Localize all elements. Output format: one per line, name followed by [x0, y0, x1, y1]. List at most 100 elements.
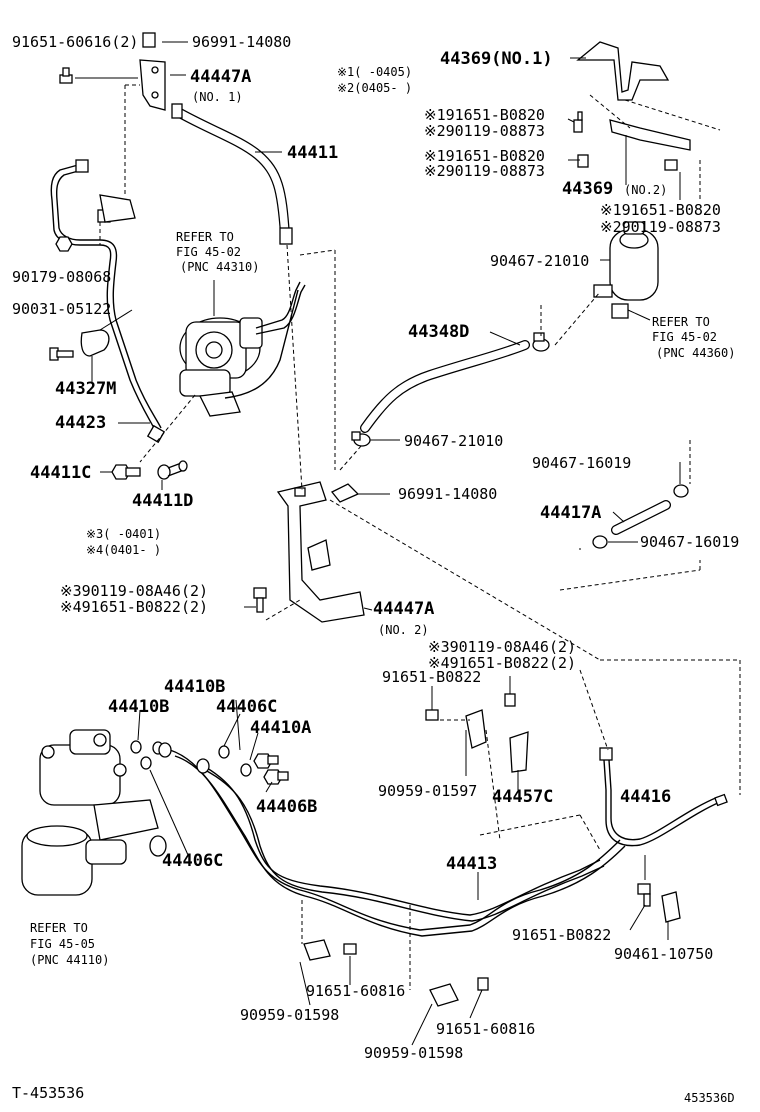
label-91651-60816-a: 91651-60816 — [306, 982, 405, 1000]
label-91651-60616: 91651-60616(2) — [12, 33, 138, 51]
bolt-icon — [49, 347, 74, 361]
label-refer-pump-3: (PNC 44310) — [180, 260, 259, 274]
label-44411C: 44411C — [30, 463, 91, 483]
hose-clamp-icon — [532, 332, 550, 352]
bracket-no1-icon — [576, 41, 670, 101]
gasket-icon — [218, 745, 230, 759]
label-44410B-a: 44410B — [164, 677, 225, 697]
label-90031-05122: 90031-05122 — [12, 300, 111, 318]
bolt-icon — [664, 159, 678, 171]
gear-box-group — [21, 729, 728, 1007]
middle-group — [253, 481, 529, 773]
label-44411: 44411 — [287, 143, 338, 163]
hose-clamp-icon — [351, 431, 371, 447]
label-s4-91651-B0822-b: ※491651-B0822(2) — [428, 654, 576, 672]
pressure-tube-icon — [50, 159, 166, 444]
bolt-icon — [477, 977, 489, 991]
label-s2-90119-08873-c: ※290119-08873 — [600, 218, 721, 236]
reservoir-icon — [593, 221, 659, 319]
clamp-icon — [80, 329, 110, 357]
label-44410B-b: 44410B — [108, 697, 169, 717]
gasket-icon — [240, 763, 252, 777]
label-44413: 44413 — [446, 854, 497, 874]
bolt-icon — [637, 883, 651, 907]
bolt-icon — [425, 709, 439, 721]
steering-gear-icon — [21, 729, 167, 896]
clip-nut-icon — [142, 32, 156, 48]
label-refer-gear-1: REFER TO — [30, 921, 88, 935]
label-no1-a: (NO. 1) — [192, 90, 243, 104]
bolt-icon — [253, 587, 267, 613]
return-tube-icon — [599, 747, 728, 847]
label-44369: 44369 — [562, 179, 613, 199]
label-91651-B0822-b: 91651-B0822 — [512, 926, 611, 944]
label-s3-90119-08A46-b: ※390119-08A46(2) — [428, 638, 576, 656]
footer-right-code: 453536D — [684, 1091, 735, 1105]
label-90467-16019-a: 90467-16019 — [532, 454, 631, 472]
clamp-icon — [429, 983, 459, 1007]
label-90467-21010-a: 90467-21010 — [490, 252, 589, 270]
pressure-tube-icon — [158, 742, 626, 937]
hose-clamp-icon — [673, 484, 689, 498]
union-icon — [157, 460, 188, 480]
label-s1-91651-B0820-a: ※191651-B0820 — [424, 106, 545, 124]
label-90461-10750: 90461-10750 — [614, 945, 713, 963]
bolt-icon — [59, 67, 73, 84]
clamp-icon — [465, 709, 487, 749]
union-bolt-icon — [111, 464, 141, 480]
label-refer-pump-1: REFER TO — [176, 230, 234, 244]
footer-left-code: T-453536 — [12, 1084, 84, 1102]
bracket-no1-icon — [139, 59, 166, 111]
label-44410A: 44410A — [250, 718, 311, 738]
label-44417A: 44417A — [540, 503, 601, 523]
label-note-2: ※2(0405- ) — [337, 81, 412, 95]
gasket-icon — [130, 740, 142, 754]
clamp-icon — [661, 891, 681, 923]
label-note-4: ※4(0401- ) — [86, 543, 161, 557]
label-s1-91651-B0820-b: ※191651-B0820 — [424, 147, 545, 165]
bracket-no2-icon — [276, 481, 365, 623]
label-44406C-b: 44406C — [162, 851, 223, 871]
hose-clamp-icon — [592, 535, 608, 549]
label-44447A-top: 44447A — [190, 67, 251, 87]
label-90959-01598-b: 90959-01598 — [364, 1044, 463, 1062]
label-s1-91651-B0820-c: ※191651-B0820 — [600, 201, 721, 219]
pressure-hose-icon — [171, 103, 293, 245]
label-44416: 44416 — [620, 787, 671, 807]
label-90179-08068: 90179-08068 — [12, 268, 111, 286]
clip-icon — [330, 483, 360, 503]
label-refer-gear-2: FIG 45-05 — [30, 937, 95, 951]
hose-icon — [611, 500, 671, 535]
top-left-group — [49, 32, 293, 480]
leader-lines — [75, 41, 741, 1046]
clamp-icon — [509, 731, 529, 773]
label-44327M: 44327M — [55, 379, 116, 399]
label-44369-no1: 44369(NO.1) — [440, 49, 553, 69]
label-96991-14080-mid: 96991-14080 — [398, 485, 497, 503]
label-s3-90119-08A46-a: ※390119-08A46(2) — [60, 582, 208, 600]
label-s4-91651-B0822-a: ※491651-B0822(2) — [60, 598, 208, 616]
bolt-icon — [573, 111, 583, 133]
label-44411D: 44411D — [132, 491, 193, 511]
clamp-icon — [303, 939, 331, 961]
label-44348D: 44348D — [408, 322, 469, 342]
label-note-3: ※3( -0401) — [86, 527, 161, 541]
label-refer-res-2: FIG 45-02 — [652, 330, 717, 344]
label-refer-pump-2: FIG 45-02 — [176, 245, 241, 259]
label-90959-01598-a: 90959-01598 — [240, 1006, 339, 1024]
label-44406B: 44406B — [256, 797, 317, 817]
label-91651-B0822-a: 91651-B0822 — [382, 668, 481, 686]
label-no2-a: (NO.2) — [624, 183, 667, 197]
label-91651-60816-b: 91651-60816 — [436, 1020, 535, 1038]
label-90467-16019-b: 90467-16019 — [640, 533, 739, 551]
bracket-no2-icon — [609, 119, 691, 151]
label-note-1: ※1( -0405) — [337, 65, 412, 79]
label-90467-21010-b: 90467-21010 — [404, 432, 503, 450]
label-refer-gear-3: (PNC 44110) — [30, 953, 109, 967]
label-refer-res-3: (PNC 44360) — [656, 346, 735, 360]
return-hose-icon — [360, 340, 530, 433]
bolt-icon — [343, 943, 357, 955]
label-s2-90119-08873-b: ※290119-08873 — [424, 162, 545, 180]
label-44457C: 44457C — [492, 787, 553, 807]
